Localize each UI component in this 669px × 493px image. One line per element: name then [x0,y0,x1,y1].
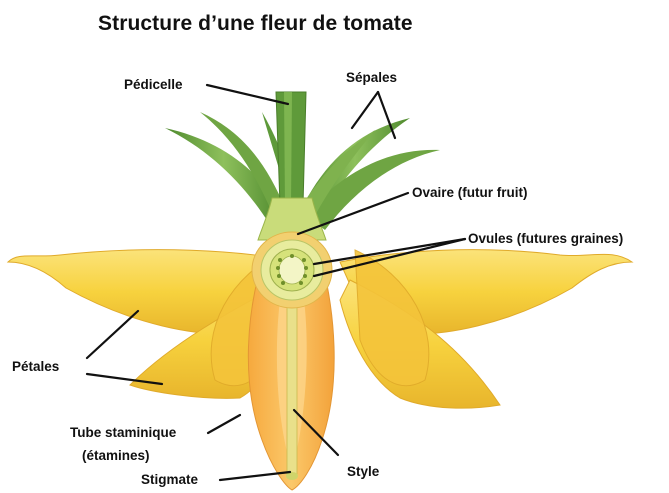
label-ovaire: Ovaire (futur fruit) [412,185,528,201]
line-tube [208,415,240,433]
label-ovules: Ovules (futures graines) [468,231,623,247]
label-tube-line2: (étamines) [82,448,150,464]
label-petales: Pétales [12,359,59,375]
label-pedicelle: Pédicelle [124,77,183,93]
line-sepales-a [352,92,378,128]
label-stigmate: Stigmate [141,472,198,488]
style-column [287,300,297,475]
label-sepales: Sépales [346,70,397,86]
label-style: Style [347,464,379,480]
line-petales-a [87,311,138,358]
label-tube-line1: Tube staminique [70,425,176,441]
ovary [252,232,332,308]
